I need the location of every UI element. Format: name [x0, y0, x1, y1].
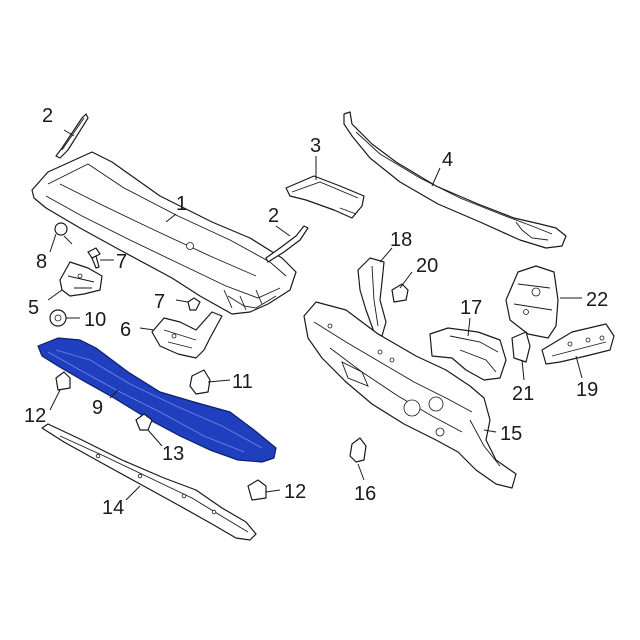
callout-7-upper: 7 — [116, 251, 127, 273]
part-8-grommet[interactable] — [54, 222, 73, 245]
callout-21: 21 — [512, 383, 534, 405]
part-3-bracket[interactable] — [285, 175, 365, 219]
part-21-bracket[interactable] — [511, 331, 531, 363]
part-4-seal-strip[interactable] — [343, 111, 567, 249]
part-15-dash-panel[interactable] — [303, 301, 517, 489]
callout-14: 14 — [102, 497, 124, 519]
callout-2-lower: 2 — [268, 205, 279, 227]
part-6-bracket[interactable] — [151, 311, 223, 359]
callout-8: 8 — [36, 251, 47, 273]
callout-1: 1 — [176, 193, 187, 215]
part-7-bolt-lower[interactable] — [187, 297, 201, 311]
callout-19: 19 — [576, 379, 598, 401]
callout-11: 11 — [232, 371, 253, 393]
callout-17: 17 — [460, 297, 482, 319]
part-11-clip[interactable] — [189, 369, 211, 395]
part-5-bracket[interactable] — [59, 261, 103, 297]
callout-7-lower: 7 — [154, 291, 165, 313]
part-19-bracket[interactable] — [541, 323, 615, 365]
part-1-cowl-panel[interactable] — [31, 151, 297, 315]
part-12-clip-left[interactable] — [55, 371, 71, 391]
part-20-clip[interactable] — [391, 283, 409, 303]
part-17-duct[interactable] — [429, 327, 507, 381]
part-13-clip[interactable] — [135, 413, 153, 431]
callout-13: 13 — [162, 443, 184, 465]
part-2-clip-upper[interactable] — [55, 113, 89, 159]
callout-10: 10 — [84, 309, 106, 331]
part-7-bolt-upper[interactable] — [87, 247, 101, 269]
callout-9: 9 — [92, 397, 103, 419]
part-12-clip-right[interactable] — [247, 479, 267, 501]
callout-3: 3 — [310, 135, 321, 157]
callout-2-upper: 2 — [42, 105, 53, 127]
part-16-clip[interactable] — [349, 437, 367, 463]
callout-4: 4 — [442, 149, 453, 171]
part-10-nut[interactable] — [49, 309, 67, 327]
callout-20: 20 — [416, 255, 438, 277]
callout-18: 18 — [390, 229, 412, 251]
callout-15: 15 — [500, 423, 522, 445]
callout-labels: 2 1 2 3 4 8 7 5 7 10 6 11 12 9 13 12 14 … — [24, 105, 608, 519]
part-22-bracket[interactable] — [505, 265, 559, 339]
callout-16: 16 — [354, 483, 376, 505]
part-18-pillar-bracket[interactable] — [357, 257, 387, 337]
part-14-lower-rail[interactable] — [41, 423, 257, 541]
callout-12-left: 12 — [24, 405, 46, 427]
callout-5: 5 — [28, 297, 39, 319]
part-9-reinforcement-highlighted[interactable] — [37, 337, 277, 463]
leader-lines — [47, 129, 583, 501]
callout-6: 6 — [120, 319, 131, 341]
part-2-clip-lower[interactable] — [265, 225, 309, 263]
callout-12-right: 12 — [284, 481, 306, 503]
callout-22: 22 — [586, 289, 608, 311]
